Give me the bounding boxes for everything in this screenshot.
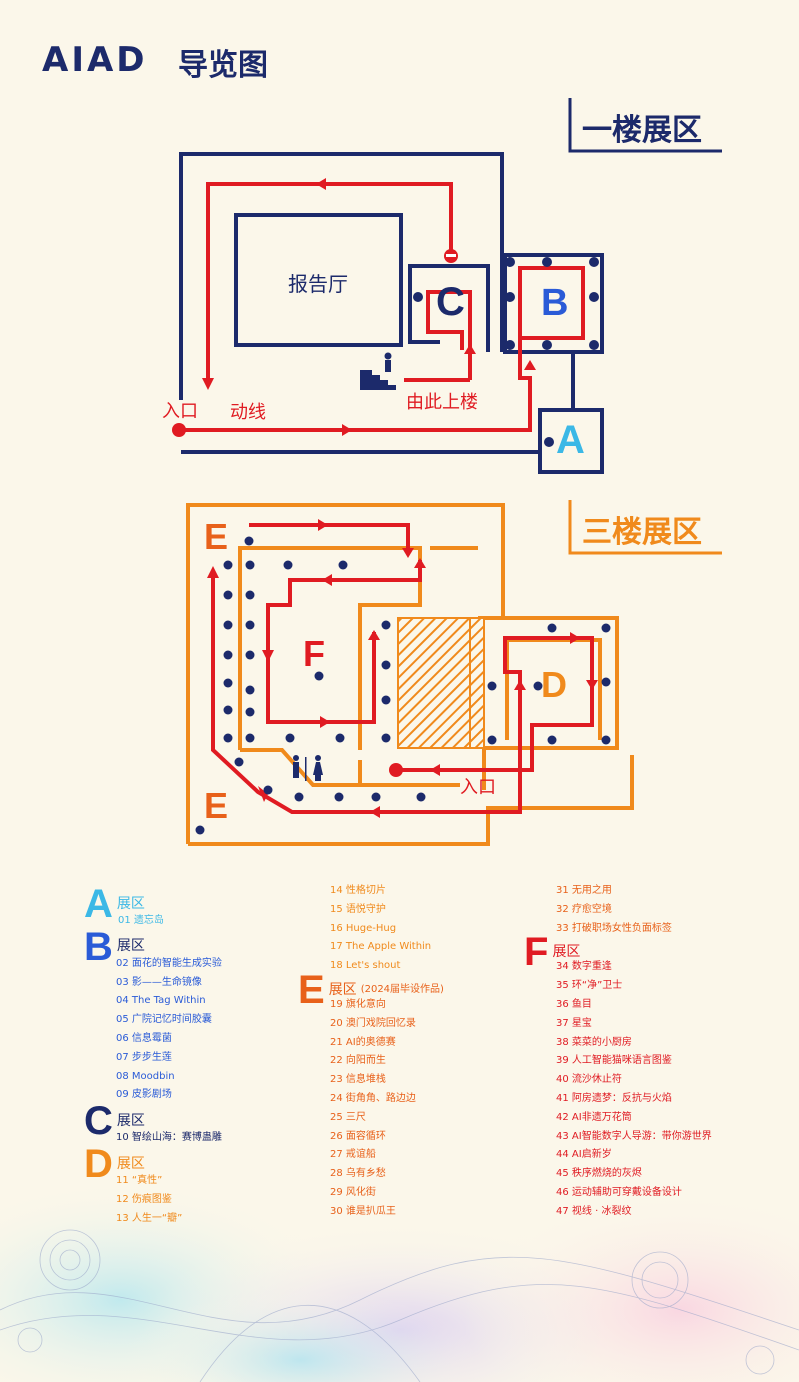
legend-item[interactable]: 17 The Apple Within: [330, 941, 432, 953]
zone-f-label[interactable]: F: [303, 633, 325, 674]
legend-item[interactable]: 42 AI非遗万花筒: [556, 1111, 632, 1123]
legend-item[interactable]: 28 乌有乡愁: [330, 1168, 386, 1180]
legend-item[interactable]: 32 疗愈空境: [556, 903, 612, 915]
zone-d-label[interactable]: D: [541, 664, 567, 705]
legend-item[interactable]: 13 人生一“瓣”: [116, 1212, 183, 1224]
zone-a-label[interactable]: A: [556, 418, 585, 462]
legend-item[interactable]: 41 阿房遗梦：反抗与火焰: [556, 1092, 672, 1104]
legend-item[interactable]: 12 伤痕图鉴: [116, 1193, 172, 1205]
legend-f-header: F 展区: [524, 932, 791, 972]
legend-item[interactable]: 44 AI启新岁: [556, 1149, 612, 1161]
legend-item[interactable]: 07 步步生莲: [116, 1051, 172, 1063]
legend-item[interactable]: 34 数字重逢: [556, 961, 612, 973]
entrance-label-1f: 入口: [162, 401, 198, 422]
zone-c-label[interactable]: C: [436, 280, 465, 324]
legend-item[interactable]: 21 AI的奥德赛: [330, 1036, 396, 1048]
legend-item[interactable]: 27 戒谊船: [330, 1149, 376, 1161]
legend-a-header: A 展区: [84, 884, 314, 924]
legend-item[interactable]: 33 打破职场女性负面标签: [556, 922, 672, 934]
legend-item[interactable]: 45 秩序燃烧的灰烬: [556, 1168, 642, 1180]
floor1-title-bracket: [568, 98, 722, 153]
legend-item[interactable]: 06 信息霉菌: [116, 1032, 172, 1044]
legend-c-header: C 展区: [84, 1101, 314, 1141]
legend-item[interactable]: 11 “真性”: [116, 1174, 163, 1186]
legend-item[interactable]: 46 运动辅助可穿戴设备设计: [556, 1186, 682, 1198]
legend-d-label: 展区: [116, 1155, 145, 1172]
upstairs-label: 由此上楼: [406, 392, 478, 413]
legend-e-header: E 展区 (2024届毕设作品): [298, 970, 530, 1010]
legend-item[interactable]: 25 三尺: [330, 1111, 366, 1123]
restroom-icon: [293, 755, 323, 781]
legend-item[interactable]: 30 谁是扒瓜王: [330, 1205, 396, 1217]
legend-item[interactable]: 35 环“净”卫士: [556, 980, 623, 992]
entrance-label-3f: 入口: [460, 777, 496, 798]
legend-item[interactable]: 04 The Tag Within: [116, 995, 206, 1007]
legend-item[interactable]: 37 星宝: [556, 1017, 592, 1029]
legend-item[interactable]: 36 鱼目: [556, 998, 592, 1010]
legend-item[interactable]: 10 智绘山海：赛博蛊雕: [116, 1132, 222, 1144]
legend-item[interactable]: 38 菜菜的小厨房: [556, 1036, 632, 1048]
legend-c-label: 展区: [116, 1112, 145, 1129]
legend-item[interactable]: 15 语悦守护: [330, 903, 386, 915]
floor3-title-bracket: [568, 500, 722, 555]
legend-item[interactable]: 47 视线 · 冰裂纹: [556, 1205, 632, 1217]
zone-b-label[interactable]: B: [541, 282, 569, 324]
legend-col-1: A 展区 01 遗忘岛 B 展区 02 面花的智能生成实验 03 影——生命镜像…: [84, 884, 314, 1228]
legend-e-note: (2024届毕设作品): [360, 983, 444, 995]
legend-item[interactable]: 05 广院记忆时间胶囊: [116, 1014, 212, 1026]
legend-item[interactable]: 14 性格切片: [330, 885, 386, 896]
legend-item[interactable]: 43 AI智能数字人导游：带你游世界: [556, 1130, 712, 1142]
hall-label: 报告厅: [288, 272, 348, 296]
legend-a-letter: A: [84, 882, 113, 926]
legend-item[interactable]: 19 旗化意向: [330, 998, 386, 1010]
legend-b-letter: B: [84, 924, 113, 969]
legend-c-letter: C: [84, 1099, 113, 1144]
zone-e-label-top[interactable]: E: [204, 516, 229, 557]
background-decoration: [0, 1180, 799, 1382]
zone-e-label-bottom[interactable]: E: [204, 785, 229, 826]
legend-d-header: D 展区: [84, 1144, 314, 1184]
floor3-title: 三楼展区: [582, 515, 702, 550]
legend-b-header: B 展区: [84, 927, 314, 967]
floor1-map: [172, 152, 604, 474]
page-title: 导览图: [178, 48, 268, 83]
legend-item[interactable]: 31 无用之用: [556, 885, 612, 896]
flow-label: 动线: [230, 402, 266, 423]
legend-b-label: 展区: [116, 938, 145, 955]
legend-item[interactable]: 08 Moodbin: [116, 1070, 175, 1082]
logo: AIAD: [42, 40, 148, 80]
legend-col-2: 14 性格切片 15 语悦守护 16 Huge-Hug 17 The Apple…: [298, 882, 530, 1222]
legend-item[interactable]: 40 流沙休止符: [556, 1074, 622, 1086]
legend-item[interactable]: 22 向阳而生: [330, 1055, 386, 1067]
legend-item[interactable]: 02 面花的智能生成实验: [116, 957, 222, 969]
stairs-icon: [360, 352, 396, 390]
legend-item[interactable]: 23 信息堆栈: [330, 1074, 386, 1086]
legend-item[interactable]: 39 人工智能猫咪语言图鉴: [556, 1055, 672, 1067]
legend-f-letter: F: [524, 930, 549, 975]
legend-e-label: 展区: [328, 981, 357, 998]
legend-item[interactable]: 29 风化街: [330, 1186, 376, 1198]
legend-e-letter: E: [298, 967, 325, 1012]
legend-item[interactable]: 20 澳门戏院回忆录: [330, 1017, 416, 1029]
legend-item[interactable]: 09 皮影剧场: [116, 1089, 172, 1101]
legend-d-letter: D: [84, 1141, 113, 1186]
legend-item[interactable]: 16 Huge-Hug: [330, 922, 397, 934]
legend-f-label: 展区: [552, 943, 581, 960]
legend-col-3: 31 无用之用 32 疗愈空境 33 打破职场女性负面标签 F 展区 34 数字…: [524, 882, 791, 1222]
legend-item[interactable]: 24 街角角、路边边: [330, 1092, 416, 1104]
floor3-map: [186, 503, 634, 846]
legend-a-label: 展区: [116, 895, 145, 912]
legend-item[interactable]: 01 遗忘岛: [118, 915, 164, 926]
legend-item[interactable]: 26 面容循环: [330, 1130, 386, 1142]
legend-item[interactable]: 03 影——生命镜像: [116, 976, 202, 988]
legend-item[interactable]: 18 Let's shout: [330, 960, 401, 972]
floor1-title: 一楼展区: [582, 113, 702, 148]
